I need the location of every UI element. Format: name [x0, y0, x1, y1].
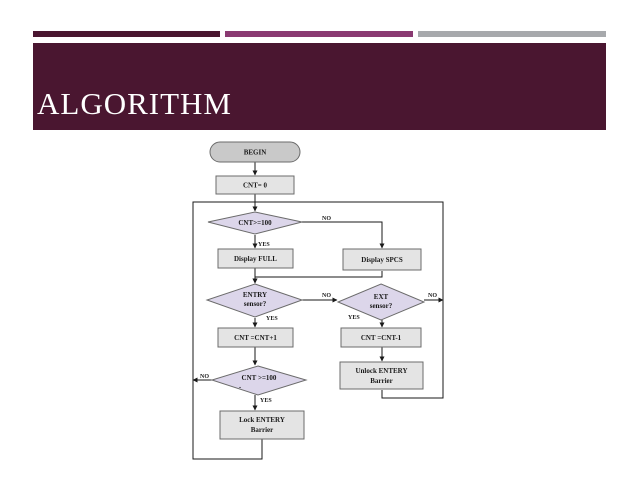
- label-ext-no: NO: [428, 293, 437, 299]
- node-unlock-barrier: Unlock ENTERY Barrier: [339, 361, 424, 390]
- node-ext-sensor: EXT sensor?: [336, 283, 426, 321]
- label-entry-yes: YES: [266, 316, 278, 322]
- node-display-full: Display FULL: [217, 248, 294, 269]
- node-entry-sensor: ENTRY sensor?: [205, 283, 304, 318]
- node-display-full-label: Display FULL: [234, 255, 277, 263]
- node-entry-sensor-line1: ENTRY: [243, 291, 267, 299]
- node-init-label: CNT= 0: [243, 182, 268, 190]
- node-lock-barrier: Lock ENTERY Barrier: [219, 410, 305, 440]
- node-decrement: CNT =CNT-1: [340, 327, 422, 348]
- header-stripe-gray: [418, 31, 606, 37]
- label-ext-yes: YES: [348, 315, 360, 321]
- edge-spcs-entry: [252, 271, 383, 284]
- node-decrement-label: CNT =CNT-1: [361, 334, 402, 342]
- label-cond2-no: NO: [200, 374, 209, 380]
- header-stripe-magenta: [225, 31, 413, 37]
- label-entry-no: NO: [322, 293, 331, 299]
- node-cond-full-1-label: CNT>=100: [238, 219, 272, 227]
- node-unlock-line2: Barrier: [370, 377, 393, 385]
- label-cond2-yes: YES: [260, 398, 272, 404]
- label-cond1-yes: YES: [258, 242, 270, 248]
- node-begin: BEGIN: [209, 141, 301, 163]
- node-ext-sensor-line2: sensor?: [370, 302, 393, 310]
- node-increment: CNT =CNT+1: [217, 327, 294, 348]
- node-begin-label: BEGIN: [244, 149, 267, 157]
- node-cond-full-2: CNT >=100 -: [210, 365, 308, 396]
- flowchart-connectors: [192, 162, 444, 460]
- node-unlock-line1: Unlock ENTERY: [355, 367, 407, 375]
- node-ext-sensor-line1: EXT: [374, 293, 389, 301]
- node-cond-full-2-line1: CNT >=100: [242, 374, 277, 382]
- node-entry-sensor-line2: sensor?: [244, 300, 267, 308]
- edge-lock-return: [192, 380, 263, 460]
- label-cond1-no: NO: [322, 216, 331, 222]
- node-display-spcs: Display SPCS: [342, 248, 422, 271]
- slide-title: ALGORITHM: [37, 86, 232, 121]
- node-cond-full-1: CNT>=100: [207, 211, 303, 235]
- node-display-spcs-label: Display SPCS: [361, 256, 403, 264]
- header-stripe-dark: [33, 31, 220, 37]
- node-lock-line2: Barrier: [251, 426, 274, 434]
- title-banner: ALGORITHM: [33, 43, 606, 130]
- node-init: CNT= 0: [215, 175, 295, 195]
- node-cond-full-2-line2: -: [239, 383, 242, 391]
- node-lock-line1: Lock ENTERY: [239, 416, 285, 424]
- node-increment-label: CNT =CNT+1: [234, 334, 277, 342]
- edge-cond1-no: [302, 221, 385, 249]
